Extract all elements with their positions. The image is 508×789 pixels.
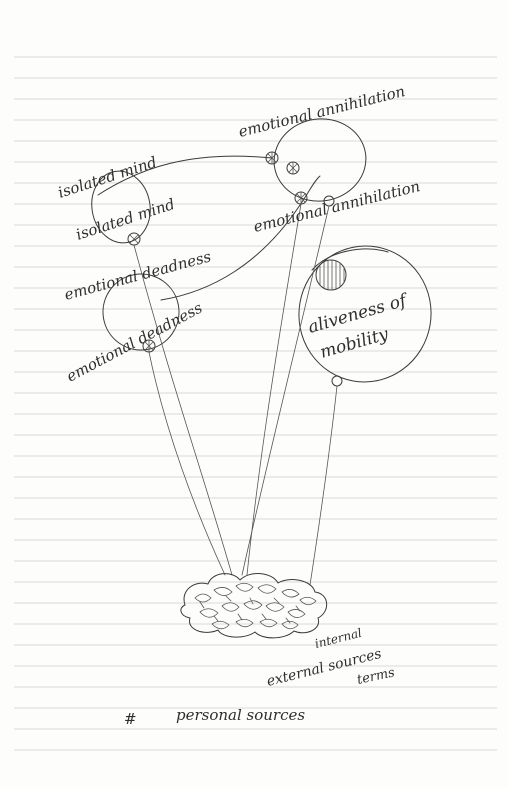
string-aliveness: [310, 386, 337, 585]
ruled-lines: [14, 57, 497, 750]
string-emotional-deadness: [149, 352, 225, 575]
label-isolated-mind-top: isolated mind: [56, 153, 159, 202]
label-personal-sources: personal sources: [176, 706, 305, 724]
label-aliveness: aliveness of: [306, 290, 411, 338]
scribble-cloud: [181, 574, 327, 638]
label-hash-mark: #: [124, 710, 137, 728]
label-emotional-annihilation-top: emotional annihilation: [237, 82, 407, 141]
node-aliveness: [332, 376, 342, 386]
hatched-node: [316, 260, 346, 290]
label-emotional-annihilation-lower: emotional annihilation: [252, 177, 422, 236]
handwritten-labels: emotional annihilation emotional annihil…: [56, 82, 422, 728]
label-emotional-deadness-top: emotional deadness: [62, 247, 213, 304]
string-annihilation-right: [242, 206, 329, 575]
label-terms: terms: [356, 665, 397, 688]
label-internal: internal: [313, 626, 363, 651]
label-emotional-deadness-lower: emotional deadness: [63, 299, 205, 386]
concept-circles: [86, 113, 442, 392]
label-isolated-mind-lower: isolated mind: [74, 195, 177, 244]
string-isolated-mind: [134, 245, 232, 575]
